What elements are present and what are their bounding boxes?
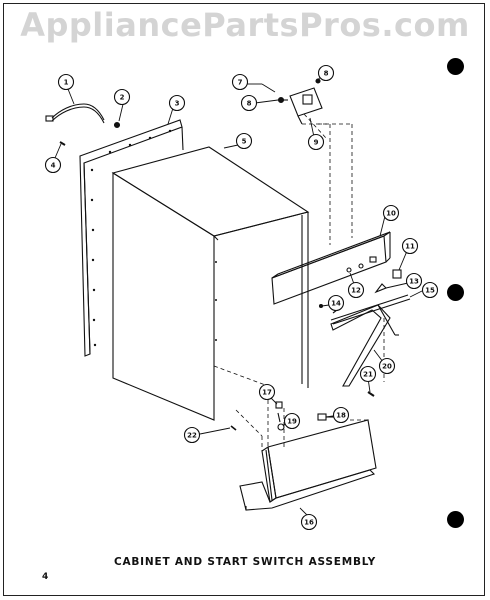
base-plate-part bbox=[239, 419, 377, 511]
callout-2: 2 bbox=[120, 94, 125, 102]
callout-14: 14 bbox=[331, 300, 341, 308]
diagram-caption: CABINET AND START SWITCH ASSEMBLY bbox=[113, 556, 377, 568]
callout-11: 11 bbox=[405, 243, 415, 251]
control-panel-part bbox=[271, 231, 391, 305]
callout-5: 5 bbox=[242, 138, 247, 146]
callout-17: 17 bbox=[262, 389, 272, 397]
power-cord-part bbox=[45, 103, 105, 124]
callout-19: 19 bbox=[287, 418, 297, 426]
callout-16: 16 bbox=[304, 519, 314, 527]
switch-hardware-part bbox=[318, 269, 411, 325]
screw-part-22 bbox=[230, 425, 237, 431]
callout-8-top: 8 bbox=[324, 70, 329, 78]
callout-10: 10 bbox=[386, 210, 396, 218]
page-number: 4 bbox=[42, 572, 49, 582]
callout-18: 18 bbox=[336, 412, 346, 420]
callout-22: 22 bbox=[187, 432, 197, 440]
callout-numbers: 1 2 3 4 5 7 8 8 9 10 11 12 13 14 15 16 1… bbox=[51, 70, 435, 527]
callout-8-side: 8 bbox=[247, 100, 252, 108]
callout-13: 13 bbox=[409, 278, 419, 286]
screw-part-21 bbox=[367, 391, 375, 397]
callout-20: 20 bbox=[382, 363, 392, 371]
callout-15: 15 bbox=[425, 287, 435, 295]
fastener-parts bbox=[275, 401, 334, 431]
callout-12: 12 bbox=[351, 287, 361, 295]
back-panel-part bbox=[79, 119, 184, 357]
callout-4: 4 bbox=[51, 162, 56, 170]
cabinet-part bbox=[111, 146, 310, 421]
callout-9: 9 bbox=[314, 139, 319, 147]
screw-part-4 bbox=[59, 141, 66, 146]
screw-part-2 bbox=[113, 121, 121, 129]
callout-21: 21 bbox=[363, 371, 373, 379]
binder-hole-middle bbox=[447, 284, 464, 301]
binder-hole-top bbox=[447, 58, 464, 75]
binder-hole-bottom bbox=[447, 511, 464, 528]
callout-bubbles bbox=[44, 64, 439, 531]
page-border bbox=[3, 3, 485, 596]
support-bracket-part bbox=[330, 304, 399, 387]
watermark: AppliancePartsPros.com bbox=[20, 6, 470, 44]
callout-1: 1 bbox=[64, 79, 69, 87]
guide-lines bbox=[213, 113, 385, 451]
callout-7: 7 bbox=[238, 79, 243, 87]
start-switch-part bbox=[277, 78, 323, 125]
callout-3: 3 bbox=[175, 100, 180, 108]
